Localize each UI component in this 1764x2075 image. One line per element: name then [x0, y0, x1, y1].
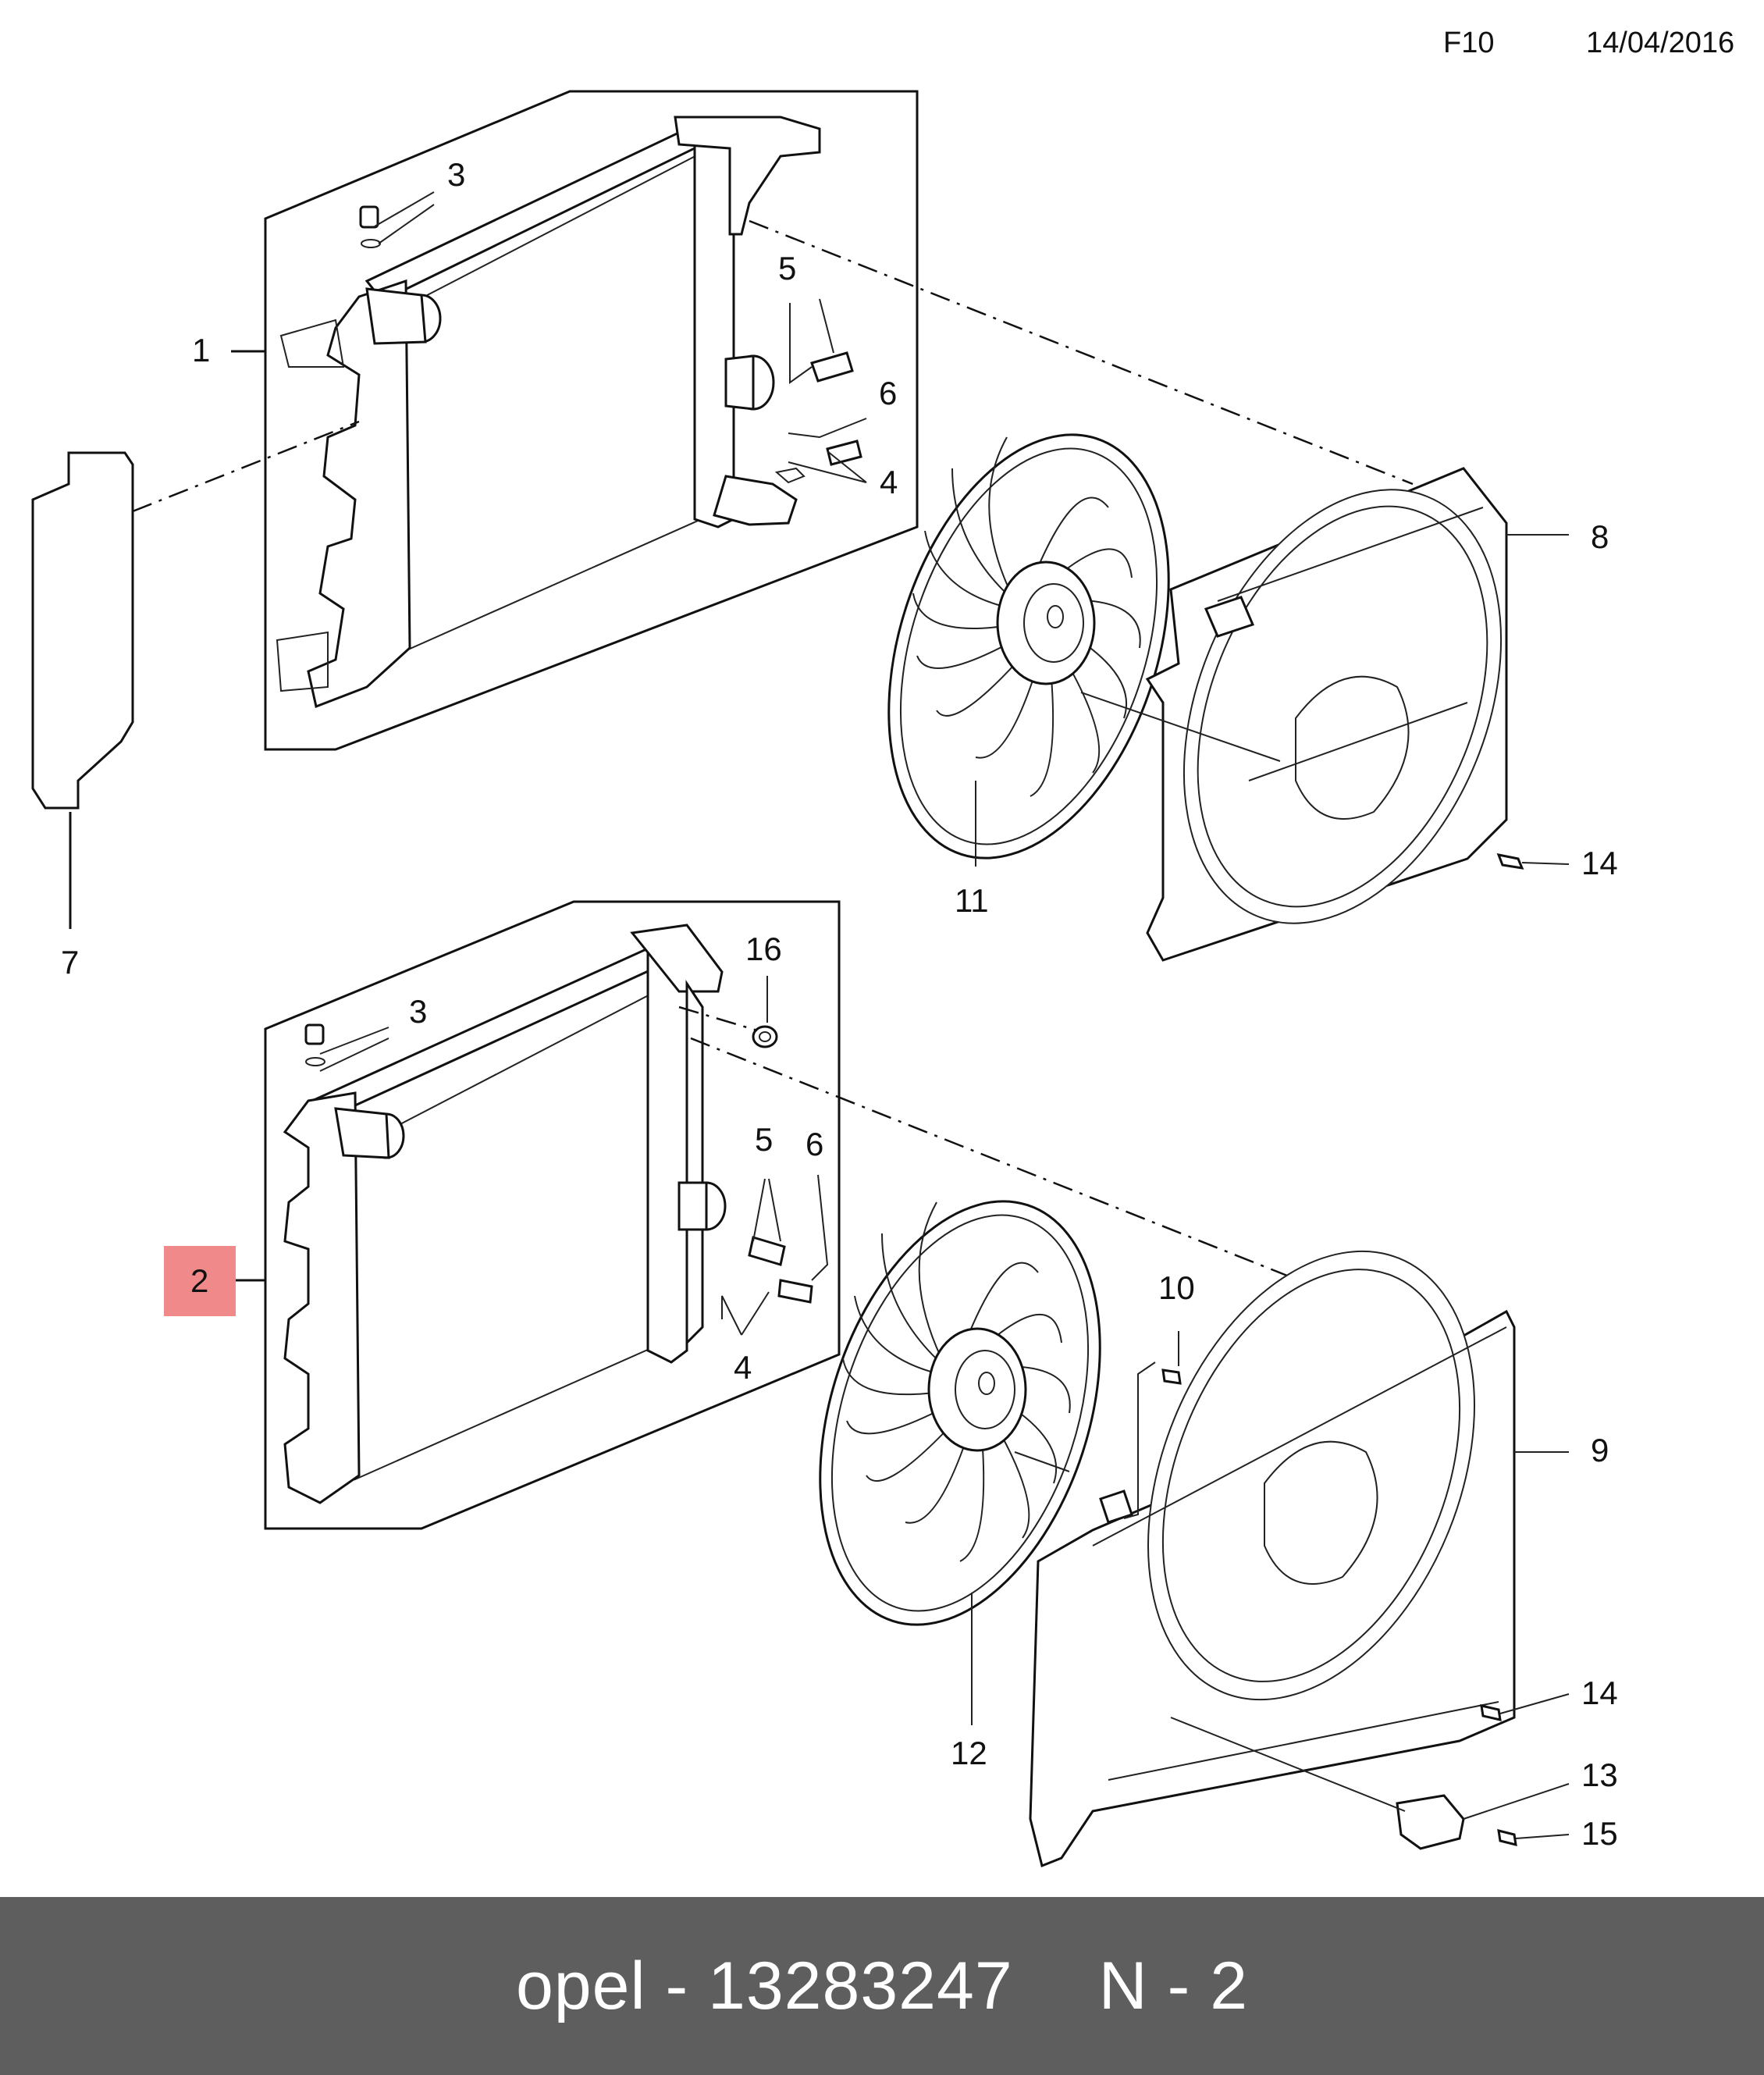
callout-14b: 14 — [1581, 1675, 1618, 1711]
callout-8: 8 — [1591, 518, 1609, 555]
right-tank-bottom — [646, 951, 688, 1364]
header-date: 14/04/2016 — [1586, 27, 1735, 59]
callout-12: 12 — [951, 1735, 987, 1771]
right-tank-top — [693, 131, 735, 529]
footer-position: N - 2 — [1098, 1948, 1249, 2023]
left-tank-top — [307, 279, 411, 709]
callout-3b: 3 — [409, 993, 427, 1030]
callout-4b: 4 — [734, 1349, 752, 1386]
callout-7: 7 — [61, 944, 79, 981]
top-assembly-frame — [264, 90, 919, 751]
callout-14a: 14 — [1581, 845, 1618, 881]
footer-part-number: 13283247 — [708, 1948, 1013, 2023]
callout-3a: 3 — [447, 156, 465, 193]
callout-labels: 1 3 5 6 4 8 14 11 7 16 3 5 6 2 10 4 9 14… — [61, 156, 1618, 1852]
footer-brand: opel — [515, 1948, 646, 2023]
callout-13: 13 — [1581, 1756, 1618, 1793]
left-tank-bottom — [283, 1091, 361, 1504]
bottom-fan-assembly — [819, 1200, 1570, 1868]
bottom-assembly-frame — [264, 900, 841, 1530]
callout-16: 16 — [745, 931, 782, 967]
fan-motor-bottom — [927, 1327, 1027, 1452]
callout-5b: 5 — [755, 1121, 773, 1158]
side-air-shield — [31, 420, 360, 929]
callout-5a: 5 — [778, 250, 796, 287]
fan-motor-top — [996, 561, 1096, 685]
top-radiator-assembly — [231, 90, 919, 751]
callout-11: 11 — [955, 882, 989, 919]
callout-1: 1 — [192, 332, 210, 368]
top-fan-assembly — [749, 219, 1570, 962]
part-number-banner: opel - 13283247 N - 2 — [0, 1897, 1764, 2075]
callout-9: 9 — [1591, 1432, 1609, 1468]
callout-6b: 6 — [806, 1126, 823, 1162]
callout-6a: 6 — [879, 375, 897, 411]
callout-4a: 4 — [880, 464, 898, 500]
callout-2-highlight — [164, 1246, 236, 1316]
callout-10: 10 — [1158, 1269, 1195, 1306]
callout-2: 2 — [190, 1262, 208, 1299]
callout-15: 15 — [1581, 1815, 1618, 1852]
header-code: F10 — [1443, 27, 1495, 59]
exploded-parts-diagram: 1 3 5 6 4 8 14 11 7 16 3 5 6 2 10 4 9 14… — [31, 90, 1618, 1868]
footer-separator: - — [665, 1948, 689, 2023]
radiator-core-top — [393, 147, 711, 657]
bottom-radiator-assembly — [231, 900, 1437, 1530]
